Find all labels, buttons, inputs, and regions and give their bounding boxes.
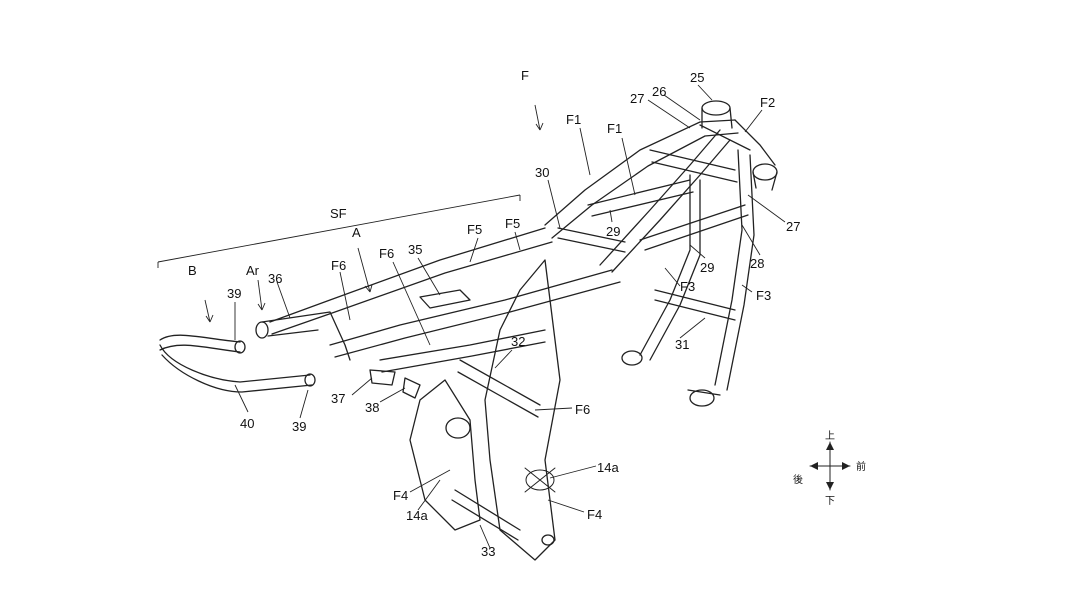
label-F6c: F6 [575,402,590,417]
compass-up-label: 上 [825,430,835,442]
seat-frames [255,227,621,373]
label-F: F [521,68,529,83]
label-39a: 39 [227,286,241,301]
label-F3a: F3 [680,279,695,294]
label-33: 33 [481,544,495,559]
reference-labels: F F1 F1 F2 25 26 27 27 30 29 29 28 F3 F3… [188,68,800,559]
label-F1a: F1 [566,112,581,127]
cross-members [557,149,749,321]
label-F6b: F6 [379,246,394,261]
arrow-up-icon [826,442,834,450]
label-40: 40 [240,416,254,431]
label-31: 31 [675,337,689,352]
label-F4a: F4 [393,488,408,503]
down-tubes [621,149,755,407]
arrow-F [534,104,541,131]
label-37: 37 [331,391,345,406]
label-29a: 29 [606,224,620,239]
pivot-plates [369,259,561,561]
label-A: A [352,225,361,240]
label-38: 38 [365,400,379,415]
label-32: 32 [511,334,525,349]
compass-down-label: 下 [825,496,835,507]
label-F6a: F6 [331,258,346,273]
main-frame-tubes [544,100,778,273]
grab-rail [159,334,316,393]
label-14a1: 14a [597,460,619,475]
leader-lines [157,84,786,549]
label-F4b: F4 [587,507,602,522]
label-Ar: Ar [246,263,260,278]
arrow-left-icon [810,462,818,470]
compass-front-label: 前 [856,460,866,473]
compass-rear-label: 後 [793,473,803,486]
label-29b: 29 [700,260,714,275]
label-F2: F2 [760,95,775,110]
label-26: 26 [652,84,666,99]
label-F3b: F3 [756,288,771,303]
label-SF: SF [330,206,347,221]
direction-compass: 上 下 前 後 [793,430,866,507]
label-30: 30 [535,165,549,180]
label-35: 35 [408,242,422,257]
label-F5b: F5 [505,216,520,231]
arrow-right-icon [842,462,850,470]
label-36: 36 [268,271,282,286]
label-F5a: F5 [467,222,482,237]
sf-bracket-line [157,194,521,263]
label-27b: 27 [786,219,800,234]
label-39b: 39 [292,419,306,434]
label-B: B [188,263,197,278]
label-25: 25 [690,70,704,85]
arrow-down-icon [826,482,834,490]
label-28: 28 [750,256,764,271]
label-F1b: F1 [607,121,622,136]
label-27a: 27 [630,91,644,106]
label-14a2: 14a [406,508,428,523]
